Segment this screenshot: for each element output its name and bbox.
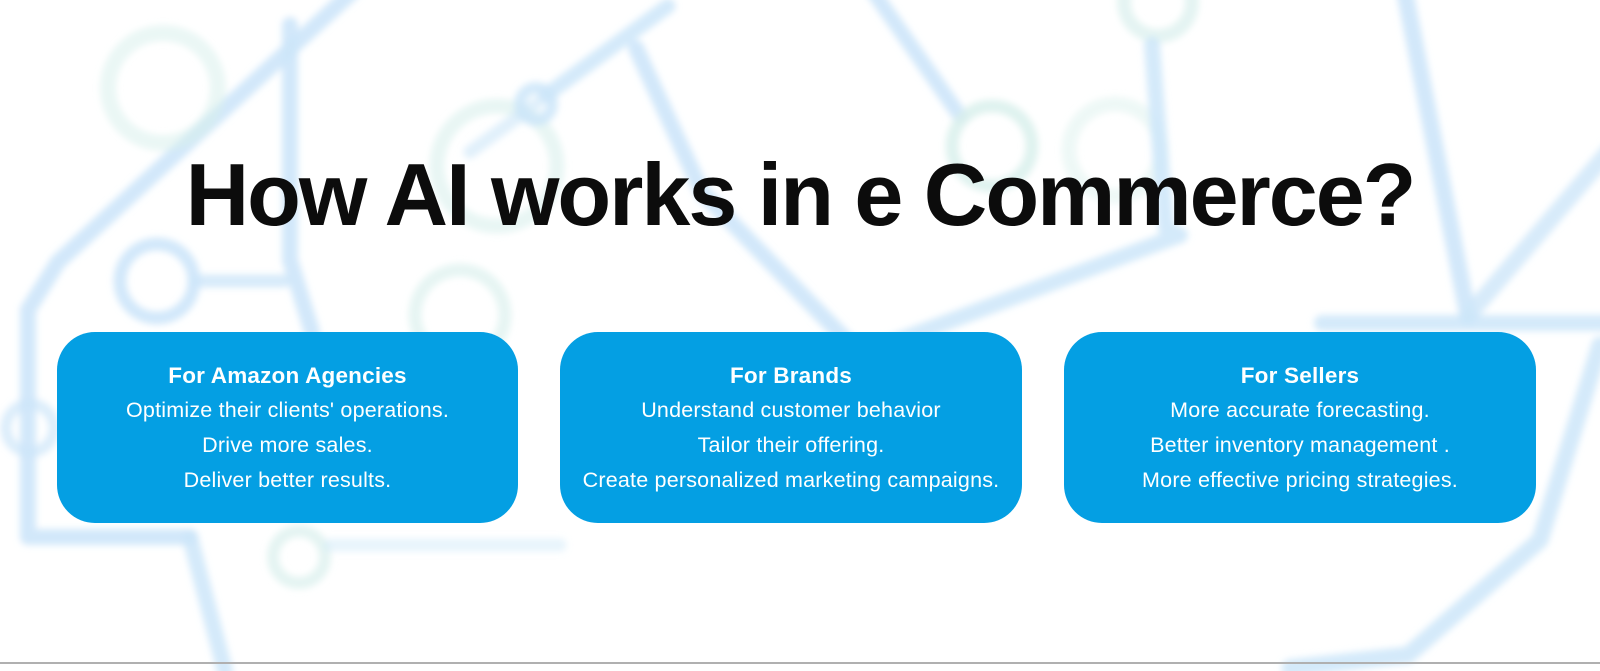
card-heading: For Brands: [729, 362, 852, 388]
card-line: Understand customer behavior: [641, 397, 941, 422]
network-node-circle: [267, 525, 331, 589]
card-line: Tailor their offering.: [697, 432, 885, 457]
network-node-circle: [1117, 0, 1199, 43]
network-line: [537, 0, 676, 104]
page-title: How AI works in e Commerce?: [185, 145, 1417, 244]
card-amazon-agencies: For Amazon Agencies Optimize their clien…: [57, 332, 518, 523]
card-line: Deliver better results.: [183, 467, 392, 492]
network-node-circle: [113, 237, 201, 325]
card-heading: For Amazon Agencies: [168, 362, 407, 388]
card-line: More accurate forecasting.: [1170, 397, 1430, 422]
bottom-divider: [0, 662, 1600, 664]
card-line: Create personalized marketing campaigns.: [582, 467, 1000, 492]
card-line: More effective pricing strategies.: [1142, 467, 1458, 492]
card-line: Drive more sales.: [202, 432, 373, 457]
card-brands: For Brands Understand customer behavior …: [560, 332, 1022, 523]
card-heading: For Sellers: [1240, 362, 1360, 388]
card-sellers: For Sellers More accurate forecasting. B…: [1064, 332, 1536, 523]
network-node-circle: [514, 82, 558, 126]
network-line: [182, 529, 233, 671]
network-node-circle: [100, 25, 226, 151]
card-line: Better inventory management .: [1150, 432, 1450, 457]
network-node-circle: [0, 398, 60, 458]
cards-row: For Amazon Agencies Optimize their clien…: [57, 332, 1536, 523]
network-line: [869, 0, 968, 124]
card-line: Optimize their clients' operations.: [126, 397, 449, 422]
